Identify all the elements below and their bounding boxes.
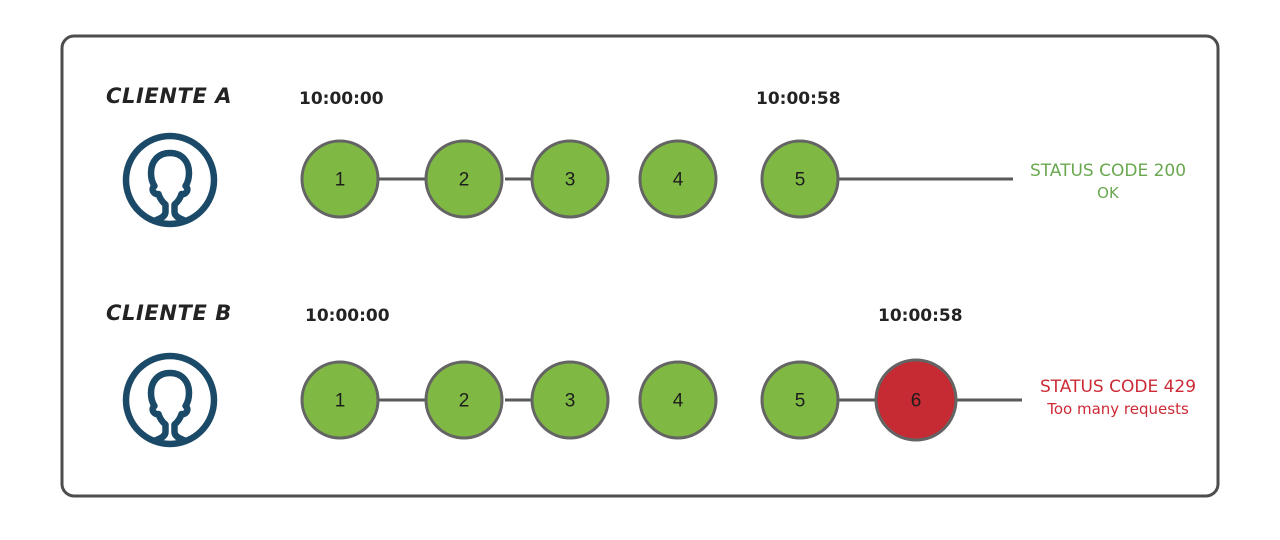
request-node[interactable]: 2 <box>424 139 504 219</box>
client-a-label: CLIENTE A <box>106 84 232 108</box>
client-b-avatar <box>122 352 218 448</box>
request-node[interactable]: 2 <box>424 360 504 440</box>
client-b-label: CLIENTE B <box>106 301 232 325</box>
request-node-label: 3 <box>565 391 576 412</box>
request-node-label: 2 <box>459 170 470 191</box>
request-node-label: 5 <box>795 170 806 191</box>
request-node[interactable]: 5 <box>760 139 840 219</box>
client-a-avatar <box>122 132 218 228</box>
client-b-chain: 1 2 3 4 5 <box>300 358 1022 442</box>
status-code-secondary: Too many requests <box>1046 400 1189 418</box>
request-node-label: 1 <box>335 170 346 191</box>
request-node[interactable]: 4 <box>638 139 718 219</box>
request-node-label: 5 <box>795 391 806 412</box>
request-node-blocked[interactable]: 6 <box>874 358 958 442</box>
client-a-end-time: 10:00:58 <box>756 89 841 109</box>
client-row-a: CLIENTE A 10:00:00 10:00:58 <box>106 84 1186 228</box>
request-node[interactable]: 3 <box>530 360 610 440</box>
request-node-label: 4 <box>673 391 684 412</box>
status-code-primary: STATUS CODE 200 <box>1030 161 1186 181</box>
request-node[interactable]: 4 <box>638 360 718 440</box>
diagram-frame <box>60 34 1220 498</box>
client-b-end-time: 10:00:58 <box>878 306 963 326</box>
request-node-label: 4 <box>673 170 684 191</box>
client-a-chain: 1 2 3 4 5 <box>300 139 1013 219</box>
client-a-start-time: 10:00:00 <box>299 89 384 109</box>
request-node-label: 1 <box>335 391 346 412</box>
client-a-status: STATUS CODE 200 OK <box>1030 161 1186 202</box>
request-node-label: 2 <box>459 391 470 412</box>
client-row-b: CLIENTE B 10:00:00 10:00:58 <box>106 301 1196 448</box>
request-node-label: 3 <box>565 170 576 191</box>
status-code-primary: STATUS CODE 429 <box>1040 377 1196 397</box>
request-node[interactable]: 3 <box>530 139 610 219</box>
request-node[interactable]: 1 <box>300 360 380 440</box>
status-code-secondary: OK <box>1097 184 1120 202</box>
request-node[interactable]: 5 <box>760 360 840 440</box>
request-node-label: 6 <box>911 391 922 412</box>
request-node[interactable]: 1 <box>300 139 380 219</box>
client-b-status: STATUS CODE 429 Too many requests <box>1040 377 1196 418</box>
client-b-start-time: 10:00:00 <box>305 306 390 326</box>
